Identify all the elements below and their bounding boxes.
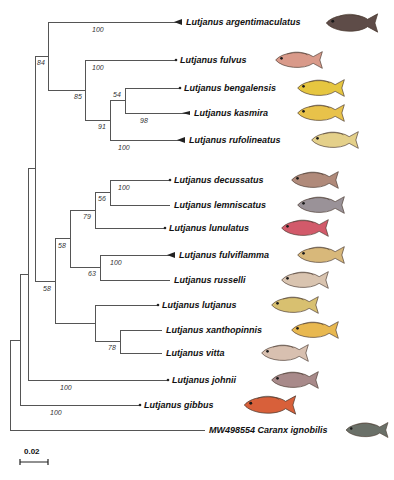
taxon-label: Lutjanus gibbus — [144, 399, 214, 411]
bootstrap-value: 91 — [98, 122, 106, 131]
taxon-label: MW498554 Caranx ignobilis — [209, 424, 328, 436]
taxon-label: Lutjanus fulviflamma — [179, 249, 269, 261]
bootstrap-value: 98 — [140, 116, 148, 125]
bootstrap-value: 100 — [50, 408, 62, 417]
taxon-label: Lutjanus lunulatus — [169, 222, 249, 234]
taxon-label: Lutjanus lutjanus — [162, 299, 237, 311]
taxon-label: Lutjanus johnii — [172, 374, 236, 386]
taxon-label: Lutjanus lemniscatus — [174, 199, 266, 211]
scale-label: 0.02 — [24, 447, 40, 457]
bootstrap-value: 78 — [108, 343, 116, 352]
bootstrap-value: 63 — [88, 269, 96, 278]
bootstrap-value: 100 — [118, 183, 130, 192]
taxon-label: Lutjanus kasmira — [194, 107, 268, 119]
taxon-label: Lutjanus vitta — [166, 347, 225, 359]
bootstrap-value: 84 — [37, 58, 45, 67]
taxon-label: Lutjanus rufolineatus — [189, 134, 281, 146]
taxon-label: Lutjanus argentimaculatus — [186, 16, 301, 28]
bootstrap-value: 85 — [74, 92, 82, 101]
bootstrap-value: 100 — [92, 63, 104, 72]
bootstrap-value: 58 — [43, 284, 51, 293]
bootstrap-value: 79 — [83, 212, 91, 221]
bootstrap-value: 100 — [60, 383, 72, 392]
taxon-label: Lutjanus xanthopinnis — [166, 324, 262, 336]
bootstrap-value: 100 — [92, 25, 104, 34]
bootstrap-value: 100 — [118, 143, 130, 152]
bootstrap-value: 56 — [98, 194, 106, 203]
taxon-label: Lutjanus fulvus — [180, 54, 247, 66]
bootstrap-value: 54 — [113, 90, 121, 99]
taxon-label: Lutjanus decussatus — [174, 174, 264, 186]
bootstrap-value: 58 — [58, 241, 66, 250]
bootstrap-value: 100 — [110, 258, 122, 267]
taxon-label: Lutjanus bengalensis — [184, 82, 276, 94]
taxon-label: Lutjanus russelli — [174, 274, 246, 286]
